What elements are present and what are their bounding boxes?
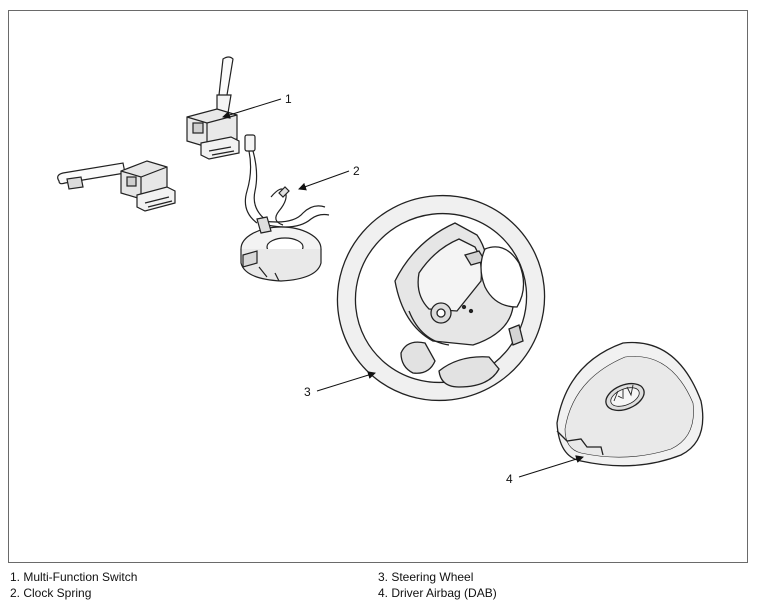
exploded-view-illustration xyxy=(57,56,704,478)
legend-item-clock-spring: 2. Clock Spring xyxy=(10,586,92,600)
legend-item-driver-airbag: 4. Driver Airbag (DAB) xyxy=(378,586,497,600)
legend-item-steering-wheel: 3. Steering Wheel xyxy=(378,570,474,584)
driver-airbag-icon xyxy=(556,341,704,467)
kia-logo-icon xyxy=(605,382,645,412)
callout-3: 3 xyxy=(304,385,311,399)
leader-line-4 xyxy=(518,455,584,478)
legend-item-multi-function-switch: 1. Multi-Function Switch xyxy=(10,570,138,584)
leader-lines xyxy=(222,98,584,478)
leader-line-2 xyxy=(298,170,350,191)
leader-line-1 xyxy=(222,98,282,119)
steering-wheel-icon xyxy=(336,194,546,402)
leader-line-3 xyxy=(316,371,376,392)
clock-spring-icon xyxy=(240,134,330,282)
multi-function-switch-lower-icon xyxy=(57,160,176,212)
callout-4: 4 xyxy=(506,472,513,486)
legend: 1. Multi-Function Switch 2. Clock Spring… xyxy=(10,569,750,609)
multi-function-switch-upper-icon xyxy=(186,56,240,160)
diagram-frame: 1 2 3 4 xyxy=(8,10,748,563)
callout-2: 2 xyxy=(353,164,360,178)
callout-1: 1 xyxy=(285,92,292,106)
